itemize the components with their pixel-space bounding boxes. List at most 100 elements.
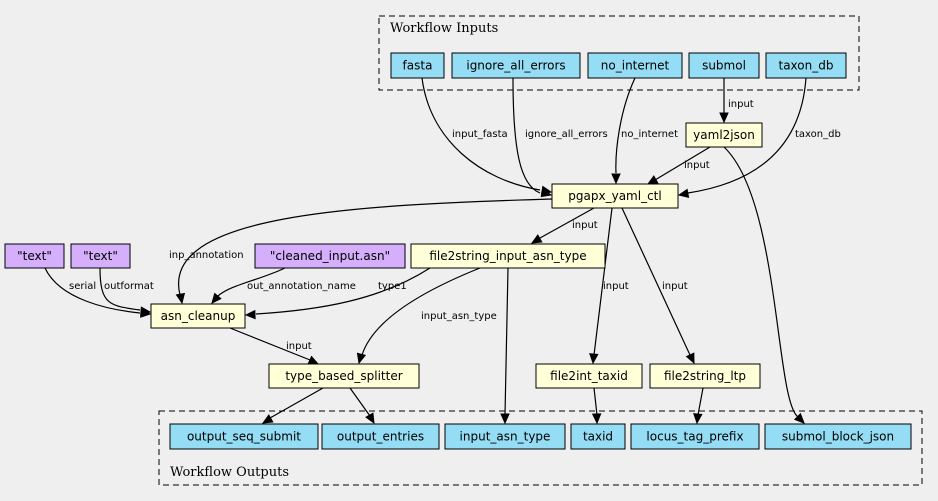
node-fasta: fasta [390, 52, 445, 79]
edge-line [621, 207, 691, 356]
node-box [254, 243, 406, 269]
node-box [150, 303, 246, 329]
node-box [649, 363, 761, 389]
arrowhead [530, 234, 543, 244]
arrowhead [307, 355, 320, 365]
edge-label: input_fasta [452, 129, 508, 140]
edge-label: input [572, 220, 598, 231]
edge-line [687, 77, 807, 194]
edge-line [421, 77, 541, 191]
edge-line [504, 267, 509, 416]
node-type-based-splitter: type_based_splitter [268, 363, 420, 389]
node-label: output_seq_submit [187, 430, 301, 444]
edge-taxondb-pgapx: taxon_db [677, 77, 841, 199]
node-box [765, 52, 847, 79]
arrowhead [693, 413, 703, 425]
arrowhead [589, 353, 599, 365]
node-box [70, 243, 131, 269]
node-taxon-db: taxon_db [765, 52, 847, 79]
node-pgapx-yaml-ctl: pgapx_yaml_ctl [551, 183, 679, 209]
arrowhead [611, 173, 621, 185]
node-label: yaml2json [693, 128, 755, 142]
node-file2string-ltp: file2string_ltp [649, 363, 761, 389]
node-box [570, 423, 626, 450]
node-label: file2int_taxid [550, 369, 628, 383]
edge-line [361, 267, 481, 356]
node-label: "text" [17, 249, 52, 263]
arrowhead [646, 175, 659, 185]
arrowhead [500, 413, 510, 425]
node-ignore-all-errors: ignore_all_errors [451, 52, 581, 79]
node-box [390, 52, 445, 79]
node-label: taxid [583, 430, 613, 444]
node-no-internet: no_internet [587, 52, 683, 79]
edge-line [697, 387, 704, 416]
edge-asncleanup-splitter: input [229, 327, 320, 365]
arrowhead [685, 352, 695, 365]
arrowhead [677, 188, 690, 199]
arrowhead [356, 352, 367, 365]
edge-label: no_internet [621, 129, 678, 140]
node-label: output_entries [337, 430, 424, 444]
edge-line [654, 146, 711, 181]
node-box [410, 243, 606, 269]
edge-line [255, 267, 431, 315]
edge-line [177, 198, 553, 296]
arrowhead [540, 187, 553, 198]
edge-line [217, 267, 286, 297]
edge-label: outformat [104, 281, 154, 292]
edge-label: serial [69, 281, 96, 292]
node-output-seq-submit: output_seq_submit [169, 423, 319, 450]
edge-line [593, 387, 598, 416]
workflow-outputs-label: Workflow Outputs [170, 465, 289, 480]
edge-line [349, 387, 371, 417]
node-box [551, 183, 679, 209]
node-box [4, 243, 65, 269]
node-box [451, 52, 581, 79]
edge-ignore-pgapx: ignore_all_errors [512, 77, 608, 198]
edge-line [99, 267, 141, 311]
node-label: file2string_input_asn_type [429, 249, 586, 263]
edge-label: out_annotation_name [247, 281, 356, 292]
node-label: locus_tag_prefix [646, 430, 743, 444]
edge-output-1 [261, 387, 324, 424]
node-label: asn_cleanup [161, 309, 236, 323]
edge-submol-yaml2json: input [719, 78, 754, 124]
node-file2string-input-asn-type: file2string_input_asn_type [410, 243, 606, 269]
node-taxid: taxid [570, 423, 626, 450]
arrowhead [793, 412, 805, 424]
edge-line [44, 267, 141, 314]
edge-line [512, 77, 541, 194]
edge-line [269, 387, 324, 419]
edge-line [539, 207, 595, 239]
node-box [321, 423, 440, 450]
node-label: file2string_ltp [664, 369, 746, 383]
node-label: pgapx_yaml_ctl [568, 189, 661, 203]
node-label: type_based_splitter [285, 369, 402, 383]
workflow-inputs-label: Workflow Inputs [390, 21, 498, 36]
node-box [444, 423, 566, 450]
edge-label: ignore_all_errors [525, 129, 608, 140]
node-box [169, 423, 319, 450]
node-label: submol [702, 59, 746, 73]
edge-pgapx-asncleanup: inp_annotation [169, 198, 553, 305]
edge-nointernet-pgapx: no_internet [611, 77, 678, 185]
arrowhead [211, 292, 222, 304]
edge-output-0 [723, 146, 805, 424]
edge-output-5 [693, 387, 704, 425]
edge-pgapx-ltp: input [621, 207, 695, 365]
node-box [630, 423, 760, 450]
edge-output-4 [591, 387, 602, 425]
arrowhead [244, 309, 256, 320]
node-label: "cleaned_input.asn" [270, 249, 390, 263]
edge-label: inp_annotation [169, 250, 244, 261]
node-text1: "text" [4, 243, 65, 269]
node-box [587, 52, 683, 79]
arrowhead [365, 412, 375, 425]
node-text2: "text" [70, 243, 131, 269]
arrowhead [175, 292, 186, 305]
node-label: submol_block_json [782, 430, 894, 444]
node-label: "text" [83, 249, 118, 263]
workflow-outputs-cluster: Workflow Outputs [158, 410, 923, 486]
